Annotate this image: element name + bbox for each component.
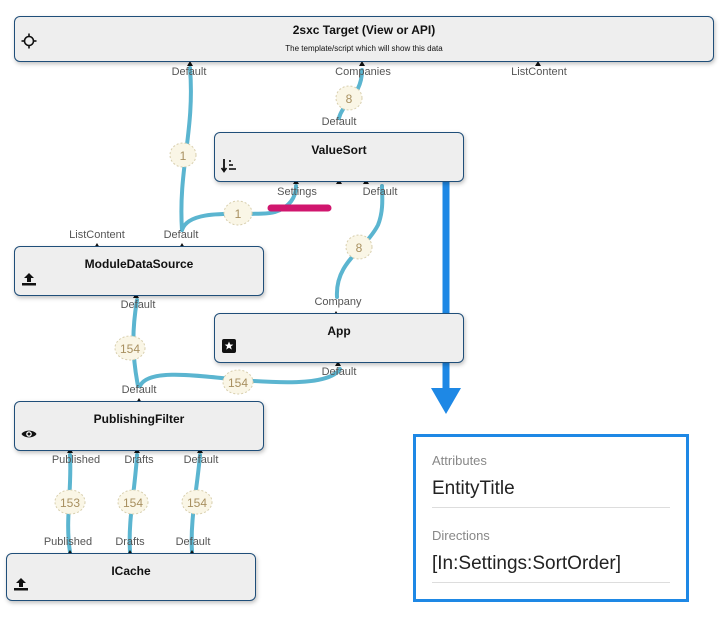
node-app[interactable]: App — [214, 313, 464, 363]
node-icache[interactable]: ICache — [6, 553, 256, 601]
field-underline — [432, 507, 670, 508]
svg-text:154: 154 — [123, 496, 143, 510]
svg-text:153: 153 — [60, 496, 80, 510]
port-label-valuesort-out-default[interactable]: Default — [362, 186, 398, 198]
directions-label: Directions — [432, 528, 490, 543]
count-badge: 154 — [114, 335, 146, 361]
node-title: ValueSort — [311, 143, 367, 157]
node-title: 2sxc Target (View or API) — [292, 23, 436, 37]
directions-field[interactable]: [In:Settings:SortOrder] — [432, 553, 622, 574]
svg-text:8: 8 — [346, 92, 353, 106]
node-description: The template/script which will show this… — [285, 44, 443, 53]
port-label-mds-in-default[interactable]: Default — [163, 229, 199, 241]
arrow-down-icon — [431, 168, 461, 414]
upload-icon — [22, 273, 36, 286]
count-badge: 1 — [223, 200, 253, 226]
field-underline — [432, 582, 670, 583]
node-2sxc-target[interactable]: 2sxc Target (View or API) The template/s… — [14, 16, 714, 62]
port-label-valuesort-in-default[interactable]: Default — [321, 116, 357, 128]
svg-text:154: 154 — [187, 496, 207, 510]
count-badge: 154 — [181, 489, 213, 515]
node-publishingfilter[interactable]: PublishingFilter — [14, 401, 264, 451]
connection-wire-app-valuesort[interactable] — [334, 184, 385, 299]
svg-text:154: 154 — [120, 342, 140, 356]
svg-text:1: 1 — [180, 149, 187, 163]
port-label-icache-drafts[interactable]: Drafts — [115, 536, 145, 548]
count-badge: 154 — [117, 489, 149, 515]
port-label-valuesort-settings[interactable]: Settings — [277, 186, 317, 198]
attributes-field[interactable]: EntityTitle — [432, 478, 515, 499]
crosshair-icon — [21, 33, 37, 49]
count-badge: 1 — [169, 142, 197, 168]
port-label-pf-drafts[interactable]: Drafts — [124, 454, 154, 466]
port-label-icache-published[interactable]: Published — [43, 536, 93, 548]
port-label-target-companies[interactable]: Companies — [335, 66, 391, 78]
svg-text:154: 154 — [228, 376, 248, 390]
port-label-mds-out-default[interactable]: Default — [120, 299, 156, 311]
node-title: App — [327, 324, 351, 338]
upload-icon — [14, 578, 28, 591]
node-valuesort[interactable]: ValueSort — [214, 132, 464, 182]
port-label-target-default[interactable]: Default — [171, 66, 207, 78]
count-badge: 8 — [335, 85, 363, 111]
count-badge: 154 — [222, 369, 254, 395]
port-label-pf-out-default[interactable]: Default — [183, 454, 219, 466]
port-label-pf-in-default[interactable]: Default — [121, 384, 157, 396]
eye-icon — [21, 430, 37, 438]
connection-wire-mds-settings[interactable] — [180, 184, 298, 232]
node-title: ModuleDataSource — [84, 257, 194, 271]
svg-text:8: 8 — [356, 241, 363, 255]
star-box-icon — [222, 339, 236, 353]
attributes-label: Attributes — [432, 453, 487, 468]
sort-icon — [221, 159, 236, 173]
port-label-app-default[interactable]: Default — [321, 366, 357, 378]
count-badge: 153 — [54, 489, 86, 515]
port-label-pf-published[interactable]: Published — [51, 454, 101, 466]
port-label-app-company[interactable]: Company — [314, 296, 362, 308]
port-label-target-listcontent[interactable]: ListContent — [511, 66, 567, 78]
settings-panel: Attributes EntityTitle Directions [In:Se… — [413, 434, 689, 602]
count-badge: 8 — [345, 234, 373, 260]
node-title: PublishingFilter — [93, 412, 185, 426]
node-title: ICache — [111, 564, 151, 578]
svg-text:1: 1 — [235, 207, 242, 221]
node-moduledatasource[interactable]: ModuleDataSource — [14, 246, 264, 296]
port-label-mds-listcontent[interactable]: ListContent — [69, 229, 125, 241]
port-label-icache-default[interactable]: Default — [175, 536, 211, 548]
